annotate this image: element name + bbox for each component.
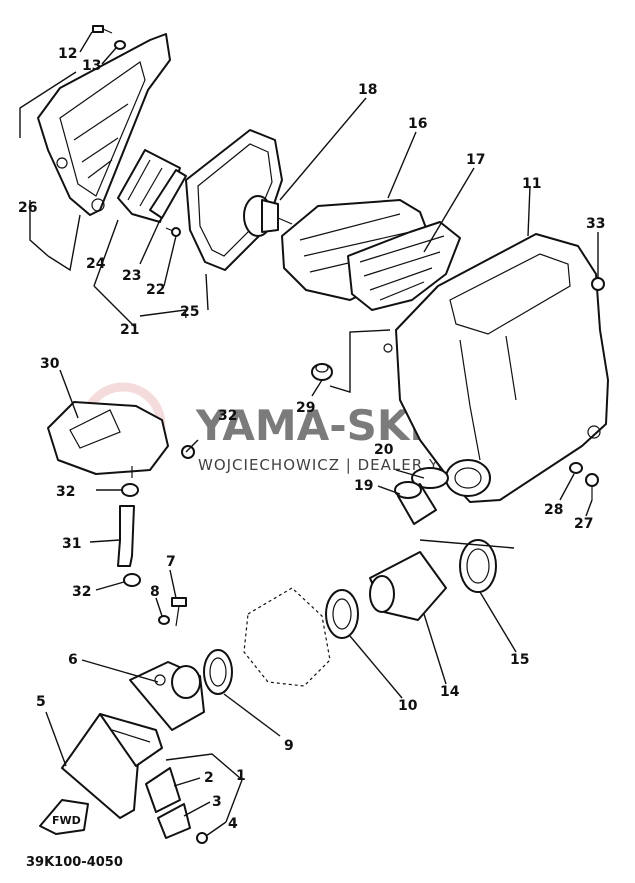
washer-part-28 <box>569 462 583 474</box>
seal-part-20 <box>411 467 449 489</box>
screw-part-12 <box>92 25 113 34</box>
forward-label: FWD <box>52 814 81 827</box>
grommet-part-29 <box>311 363 333 381</box>
callout-21: 21 <box>120 322 139 338</box>
callout-1: 1 <box>236 768 246 784</box>
callout-22: 22 <box>146 282 165 298</box>
callout-26: 26 <box>18 200 37 216</box>
bolt-part-33 <box>181 445 195 459</box>
callout-3: 3 <box>212 794 222 810</box>
callout-29: 29 <box>296 400 315 416</box>
clamp-part-9 <box>203 649 233 695</box>
washer-part-13 <box>114 40 126 50</box>
callout-16: 16 <box>408 116 427 132</box>
nut-part-34 <box>591 277 605 291</box>
clamp-part-10 <box>325 589 359 639</box>
callout-13: 13 <box>82 58 101 74</box>
reed-valve-plate <box>99 713 163 767</box>
callout-32-upper: 32 <box>56 484 75 500</box>
callout-27: 27 <box>574 516 593 532</box>
tank-part-30 <box>47 401 169 478</box>
bolt-part-27 <box>585 473 599 500</box>
joint-part-18 <box>243 195 293 237</box>
reed-stopper-part-3 <box>157 803 191 839</box>
screw-part-4 <box>196 832 208 844</box>
callout-6: 6 <box>68 652 78 668</box>
clip-part-32-upper <box>121 483 139 497</box>
callout-30: 30 <box>40 356 60 372</box>
callout-18: 18 <box>358 82 377 98</box>
callout-25: 25 <box>180 304 199 320</box>
callout-20: 20 <box>374 442 394 458</box>
bracket-part-23 <box>149 169 187 219</box>
joint-part-14 <box>369 551 447 621</box>
callout-14: 14 <box>440 684 460 700</box>
callout-33: 32 <box>218 408 237 424</box>
carburetor-outline <box>243 587 331 687</box>
callout-2: 2 <box>204 770 214 786</box>
screw-part-22 <box>165 227 181 237</box>
pipe-part-19 <box>394 481 437 525</box>
air-case-part-11 <box>383 233 609 503</box>
reed-petal-part-2 <box>145 767 181 813</box>
clamp-part-15 <box>459 539 497 593</box>
callout-19: 19 <box>354 478 373 494</box>
callout-7: 7 <box>166 554 176 570</box>
callout-34: 33 <box>586 216 605 232</box>
callout-23: 23 <box>122 268 141 284</box>
callout-labels: 12 13 26 24 23 22 21 25 18 16 17 11 33 2… <box>18 46 605 832</box>
forward-arrow-icon: FWD <box>39 799 89 835</box>
callout-12: 12 <box>58 46 77 62</box>
airbox-cover-part-26 <box>37 33 171 216</box>
filter-guide-part-17 <box>347 221 461 311</box>
callout-32-lower: 32 <box>72 584 91 600</box>
callout-17: 17 <box>466 152 485 168</box>
callout-10: 10 <box>398 698 418 714</box>
callout-5: 5 <box>36 694 46 710</box>
callout-4: 4 <box>228 816 238 832</box>
callout-24: 24 <box>86 256 106 272</box>
diagram-code: 39K100-4050 <box>26 855 123 870</box>
bolt-part-7 <box>171 597 187 627</box>
callout-11: 11 <box>522 176 541 192</box>
hose-part-31 <box>117 505 135 567</box>
leader-lines <box>19 31 599 837</box>
callout-9: 9 <box>284 738 294 754</box>
manifold-part-6 <box>129 661 205 731</box>
callout-28: 28 <box>544 502 563 518</box>
callout-8: 8 <box>150 584 160 600</box>
washer-part-8 <box>158 615 170 625</box>
callout-15: 15 <box>510 652 529 668</box>
clip-part-32-lower <box>123 573 141 587</box>
callout-31: 31 <box>62 536 81 552</box>
